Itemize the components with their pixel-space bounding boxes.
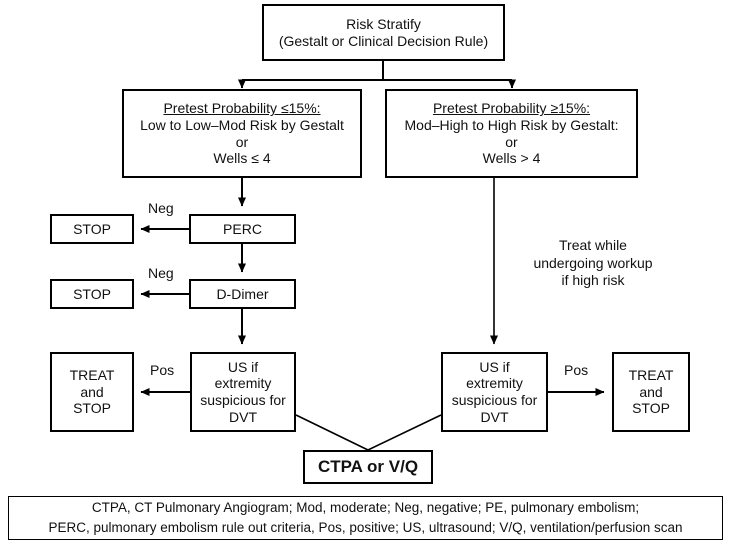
node-pretest-high-line-4: Wells > 4 <box>482 150 541 167</box>
node-d-dimer: D-Dimer <box>189 279 296 309</box>
edge-label-pos-left: Pos <box>150 362 175 378</box>
node-treat-and-stop-right-line-3: STOP <box>632 400 670 417</box>
node-us-dvt-right-line-1: US if <box>479 358 510 375</box>
node-ctpa-or-vq-label: CTPA or V/Q <box>317 456 419 476</box>
node-pretest-high-line-3: or <box>505 133 518 150</box>
node-ctpa-or-vq: CTPA or V/Q <box>303 450 433 484</box>
node-stop-perc-label: STOP <box>73 220 111 237</box>
node-stop-ddimer: STOP <box>50 279 134 309</box>
node-perc-label: PERC <box>223 220 262 237</box>
node-us-dvt-left-line-3: suspicious for <box>200 392 286 408</box>
node-us-dvt-left-line-1: US if <box>227 358 259 375</box>
node-us-dvt-left-line-2: extremity <box>214 375 272 392</box>
node-pretest-low: Pretest Probability ≤15%: Low to Low–Mod… <box>122 89 362 178</box>
node-risk-stratify: Risk Stratify (Gestalt or Clinical Decis… <box>262 4 505 61</box>
treat-while-workup-note-line-3: if high risk <box>561 272 625 288</box>
node-treat-and-stop-left-line-1: TREAT <box>69 367 115 384</box>
node-pretest-low-line-4: Wells ≤ 4 <box>213 150 271 167</box>
node-us-dvt-right: US if extremity suspicious for DVT <box>441 352 548 432</box>
node-pretest-low-line-1: Pretest Probability ≤15%: <box>163 100 321 117</box>
node-risk-stratify-line-2: (Gestalt or Clinical Decision Rule) <box>278 32 489 49</box>
node-d-dimer-label: D-Dimer <box>216 285 269 302</box>
edge-label-pos-right: Pos <box>564 362 589 378</box>
node-risk-stratify-line-1: Risk Stratify <box>346 15 421 32</box>
node-treat-and-stop-right: TREAT and STOP <box>612 352 690 432</box>
node-pretest-high-line-2: Mod–High to High Risk by Gestalt: <box>404 116 619 133</box>
node-treat-and-stop-right-line-1: TREAT <box>628 367 674 384</box>
node-us-dvt-left: US if extremity suspicious for DVT <box>190 352 296 432</box>
edge-label-neg-ddimer: Neg <box>148 265 174 281</box>
treat-while-workup-note-line-2: undergoing workup <box>533 254 653 271</box>
node-treat-and-stop-left: TREAT and STOP <box>50 352 134 432</box>
abbreviation-legend: CTPA, CT Pulmonary Angiogram; Mod, moder… <box>8 496 723 540</box>
abbreviation-legend-line-2: PERC, pulmonary embolism rule out criter… <box>48 520 683 535</box>
node-pretest-high: Pretest Probability ≥15%: Mod–High to Hi… <box>385 89 638 178</box>
treat-while-workup-note: Treat while undergoing workup if high ri… <box>508 237 678 290</box>
node-pretest-high-line-1: Pretest Probability ≥15%: <box>432 100 591 117</box>
node-us-dvt-right-line-3: suspicious for <box>451 392 538 408</box>
node-treat-and-stop-left-line-3: STOP <box>73 400 111 417</box>
treat-while-workup-note-line-1: Treat while <box>559 237 627 253</box>
node-us-dvt-right-line-2: extremity <box>466 375 523 392</box>
abbreviation-legend-line-1: CTPA, CT Pulmonary Angiogram; Mod, moder… <box>91 500 640 516</box>
edge-label-neg-perc: Neg <box>148 200 174 216</box>
node-stop-ddimer-label: STOP <box>73 285 111 302</box>
node-us-dvt-left-line-4: DVT <box>229 408 257 425</box>
node-stop-perc: STOP <box>50 214 134 244</box>
node-treat-and-stop-left-line-2: and <box>80 383 104 400</box>
node-treat-and-stop-right-line-2: and <box>639 383 663 400</box>
node-perc: PERC <box>189 214 296 244</box>
node-us-dvt-right-line-4: DVT <box>480 408 509 425</box>
node-pretest-low-line-2: Low to Low–Mod Risk by Gestalt <box>140 116 344 133</box>
node-pretest-low-line-3: or <box>235 133 249 150</box>
